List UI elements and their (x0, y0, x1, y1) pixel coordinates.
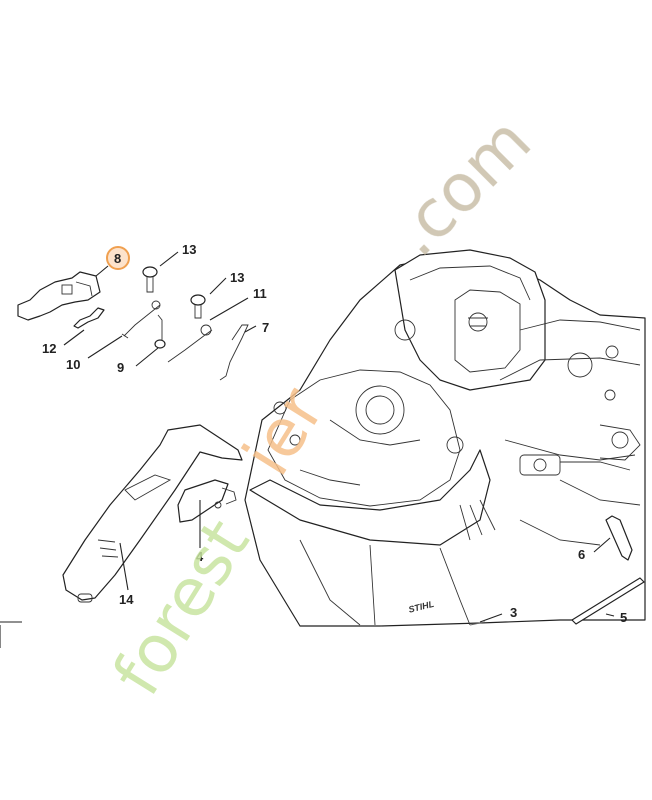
part-9-pin (154, 314, 166, 349)
part-4-cover (177, 479, 237, 523)
watermark-text-com: .com (377, 102, 546, 271)
part-13-screw-left (142, 266, 158, 293)
part-5-strip (571, 577, 645, 625)
leader-lines (63, 251, 615, 623)
part-10-rod (121, 300, 161, 339)
part-6-bracket (605, 515, 633, 561)
edge-marker (0, 621, 22, 648)
callout-12: 12 (42, 341, 56, 356)
callout-labels: 13 8 13 11 7 12 10 9 4 14 6 3 5 (42, 242, 627, 625)
callout-11: 11 (253, 286, 267, 301)
callout-10: 10 (66, 357, 80, 372)
callout-3: 3 (510, 605, 517, 620)
callout-9: 9 (117, 360, 124, 375)
part-13-screw-right (190, 294, 206, 319)
callout-4: 4 (196, 549, 204, 564)
callout-5: 5 (620, 610, 627, 625)
callout-6: 6 (578, 547, 585, 562)
callout-14: 14 (119, 592, 134, 607)
callout-13-right: 13 (230, 270, 244, 285)
part-14-handle (62, 424, 243, 603)
part-8-lever (17, 271, 101, 321)
callout-7: 7 (262, 320, 269, 335)
part-7-wire (219, 324, 249, 381)
highlight-circle-8 (106, 246, 130, 270)
saw-housing: STIHL (244, 249, 646, 627)
part-11-rod (167, 324, 213, 363)
callout-13-top: 13 (182, 242, 196, 257)
callout-8: 8 (114, 251, 121, 266)
part-12-clip (73, 307, 105, 329)
